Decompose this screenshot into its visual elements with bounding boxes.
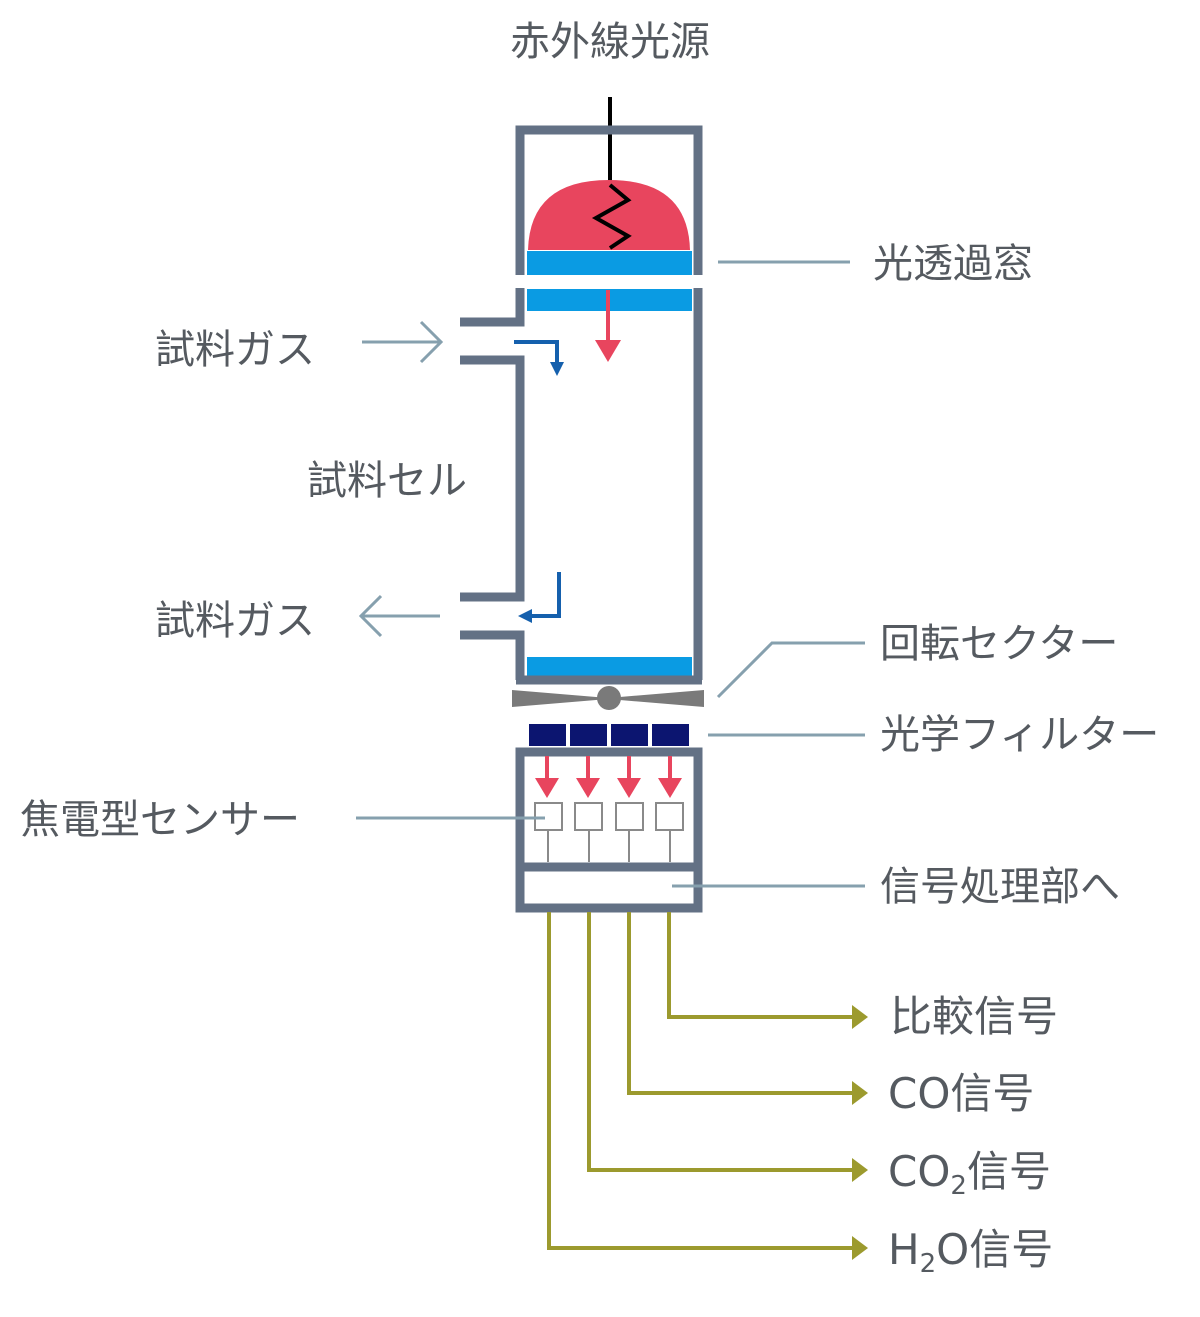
- cell-wall-left-mid: [460, 355, 525, 602]
- ir-source-label: 赤外線光源: [510, 19, 710, 65]
- sector-label: 回転セクター: [880, 621, 1118, 667]
- gas-inlet-flow-arrowhead: [550, 362, 564, 376]
- signal-line-ref: [667, 912, 852, 1019]
- optical-filter-1: [529, 724, 566, 746]
- sensor-3: [615, 802, 644, 831]
- signal-arrowheads: [852, 1005, 868, 1260]
- source-filament: [591, 183, 632, 250]
- sensor-4: [655, 802, 684, 831]
- signal-label-co2-post: 信号: [967, 1147, 1051, 1196]
- processor-label: 信号処理部へ: [880, 864, 1120, 910]
- signal-label-co2: CO2信号: [888, 1147, 1051, 1201]
- signal-label-co: CO信号: [888, 1069, 1034, 1118]
- gas-outlet-label: 試料ガス: [155, 598, 315, 644]
- gas-outlet-arrowhead: [358, 594, 383, 638]
- sensor-ir-arrowhead-3: [617, 778, 641, 798]
- pyroelectric-sensors: [534, 802, 684, 862]
- filter-label: 光学フィルター: [880, 712, 1159, 758]
- rotating-sector-hub: [597, 686, 621, 710]
- signal-label-h2o-sub: 2: [920, 1249, 937, 1279]
- ir-source-dome: [528, 180, 690, 250]
- sensor-label: 焦電型センサー: [20, 797, 300, 843]
- signal-lines: [547, 912, 852, 1250]
- gas-inlet-flow-arrow: [514, 340, 559, 368]
- sector-leader: [716, 641, 865, 699]
- signal-arrowhead-co2: [852, 1158, 868, 1182]
- sensor-2: [574, 802, 603, 831]
- detector-housing: [515, 747, 703, 913]
- window-label: 光透過窓: [873, 241, 1033, 287]
- ir-beam-arrowhead: [595, 340, 621, 362]
- sensor-ir-arrowhead-4: [658, 778, 682, 798]
- signal-label-co2-sub: 2: [950, 1171, 967, 1201]
- signal-arrowhead-h2o: [852, 1236, 868, 1260]
- sensor-ir-arrows: [535, 756, 682, 798]
- signal-label-co-pre: CO: [888, 1069, 950, 1118]
- signal-label-co2-pre: CO: [888, 1147, 950, 1196]
- optical-filter-3: [611, 724, 648, 746]
- signal-arrowhead-ref: [852, 1005, 868, 1029]
- signal-line-h2o: [547, 912, 852, 1250]
- cell-wall-left-top: [460, 288, 525, 327]
- optical-filter-2: [570, 724, 607, 746]
- signal-arrowhead-co: [852, 1081, 868, 1105]
- lamp-housing: [515, 125, 703, 275]
- cell-wall-left-bottom: [460, 630, 525, 680]
- signal-line-co: [627, 912, 852, 1095]
- signal-line-co2: [587, 912, 852, 1172]
- signal-label-h2o: H2O信号: [888, 1225, 1053, 1279]
- optical-filter-4: [652, 724, 689, 746]
- signal-label-ref: 比較信号: [890, 992, 1058, 1041]
- gas-inlet-arrowhead: [419, 320, 444, 364]
- window-lower-cell: [527, 657, 692, 679]
- gas-outlet-flow-arrowhead: [518, 609, 532, 623]
- signal-label-co-post: 信号: [950, 1069, 1034, 1118]
- signal-label-h2o-post: O信号: [936, 1225, 1053, 1274]
- gas-outlet-flow-arrow: [528, 572, 561, 618]
- sensor-ir-arrowhead-2: [576, 778, 600, 798]
- sensor-ir-arrowhead-1: [535, 778, 559, 798]
- signal-label-h2o-pre: H: [888, 1225, 920, 1274]
- window-upper-lamp: [527, 251, 692, 275]
- sample-cell-label: 試料セル: [307, 458, 467, 504]
- gas-inlet-label: 試料ガス: [155, 327, 315, 373]
